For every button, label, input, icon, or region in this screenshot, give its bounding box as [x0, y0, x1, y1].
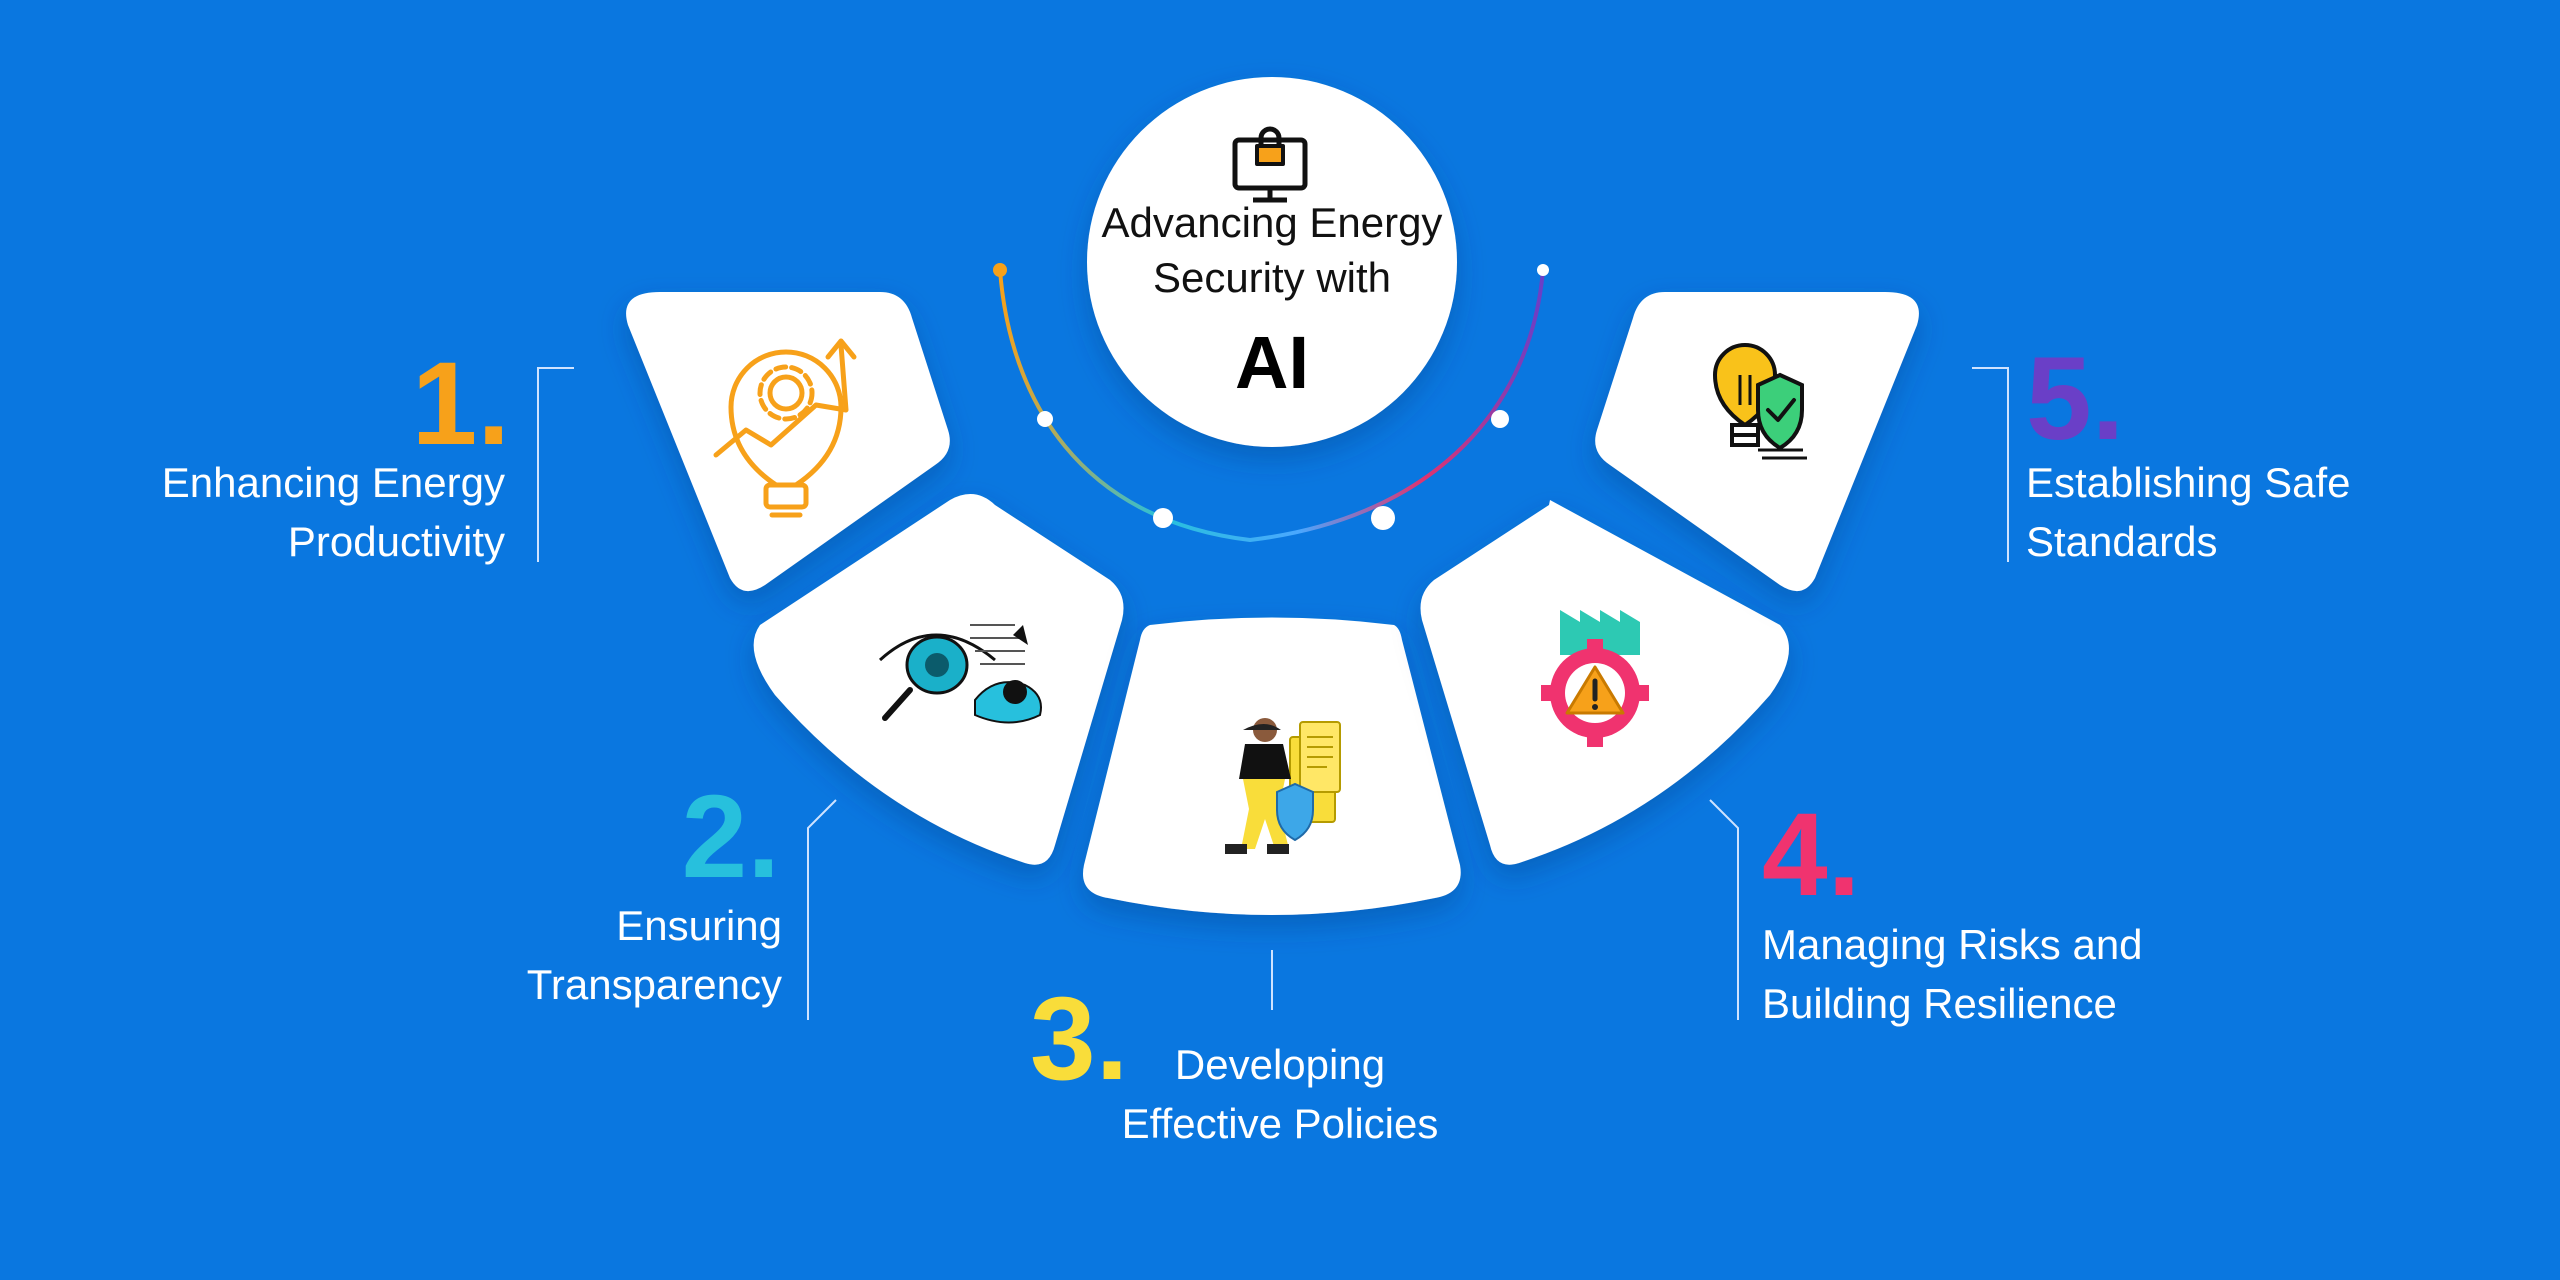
step-3-label: Developing Effective Policies — [1121, 1041, 1439, 1147]
step-2-number: 2. — [681, 771, 780, 903]
arc-node-4 — [1491, 410, 1509, 428]
policy-person-icon — [1225, 718, 1341, 854]
eye-magnifier-icon — [878, 624, 1042, 724]
step-5-number: 5. — [2026, 333, 2125, 465]
bracket-4 — [1709, 799, 1739, 1020]
card-1 — [626, 292, 950, 592]
connector-arc — [998, 269, 1545, 543]
arc-node-3 — [1371, 506, 1395, 530]
step-1-label: Enhancing Energy Productivity — [161, 459, 505, 565]
step-3-number: 3. — [1030, 973, 1129, 1105]
monitor-lock-icon — [1232, 126, 1308, 203]
arc-end-dot-left — [993, 263, 1007, 277]
step-5-label: Establishing Safe Standards — [2026, 459, 2351, 565]
bracket-5 — [1972, 367, 2009, 562]
bracket-1 — [537, 367, 574, 562]
step-4-label: Managing Risks and Building Resilience — [1762, 921, 2143, 1027]
arc-node-1 — [1037, 411, 1053, 427]
step-4-number: 4. — [1762, 789, 1861, 921]
center-title: Advancing Energy Security with — [1101, 199, 1443, 301]
arc-node-2 — [1153, 508, 1173, 528]
step-1-number: 1. — [411, 338, 510, 470]
bracket-2 — [807, 799, 837, 1020]
center-highlight: AI — [1235, 321, 1309, 404]
lightbulb-shield-check-icon — [1712, 343, 1807, 460]
center-circle — [1087, 77, 1457, 447]
step-2-label: Ensuring Transparency — [526, 902, 782, 1008]
lightbulb-gear-growth-icon — [713, 338, 857, 518]
arc-end-dot-right — [1537, 264, 1549, 276]
factory-gear-warning-icon — [1541, 610, 1649, 747]
